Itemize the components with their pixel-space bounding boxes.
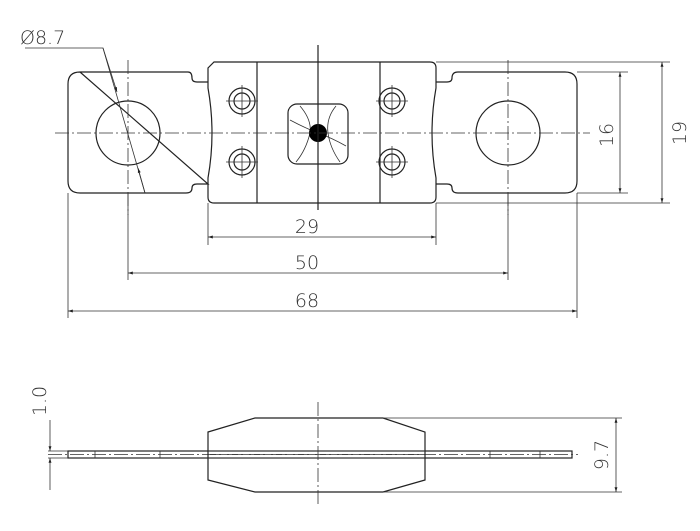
dim-body-width: 29 — [295, 216, 319, 238]
rivet-holes — [226, 85, 408, 178]
dim-tab-height: 16 — [596, 123, 618, 147]
fuse-body — [207, 61, 437, 204]
left-terminal-tab — [67, 71, 210, 194]
side-view: 9.7 1.0 — [29, 386, 622, 505]
dim-hole-spacing: 50 — [295, 252, 319, 274]
hole-diameter-leader — [25, 47, 146, 194]
hole-diameter-label: Ø8.7 — [20, 27, 65, 49]
dim-overall-length: 68 — [295, 290, 319, 312]
top-view: 29 50 68 16 19 Ø8.7 — [20, 27, 691, 318]
dim-body-thickness: 9.7 — [591, 440, 613, 470]
fuse-body-profile — [207, 417, 426, 493]
dim-body-height: 19 — [669, 121, 691, 145]
dim-plate-thickness: 1.0 — [29, 386, 51, 416]
right-terminal-tab — [436, 71, 578, 194]
